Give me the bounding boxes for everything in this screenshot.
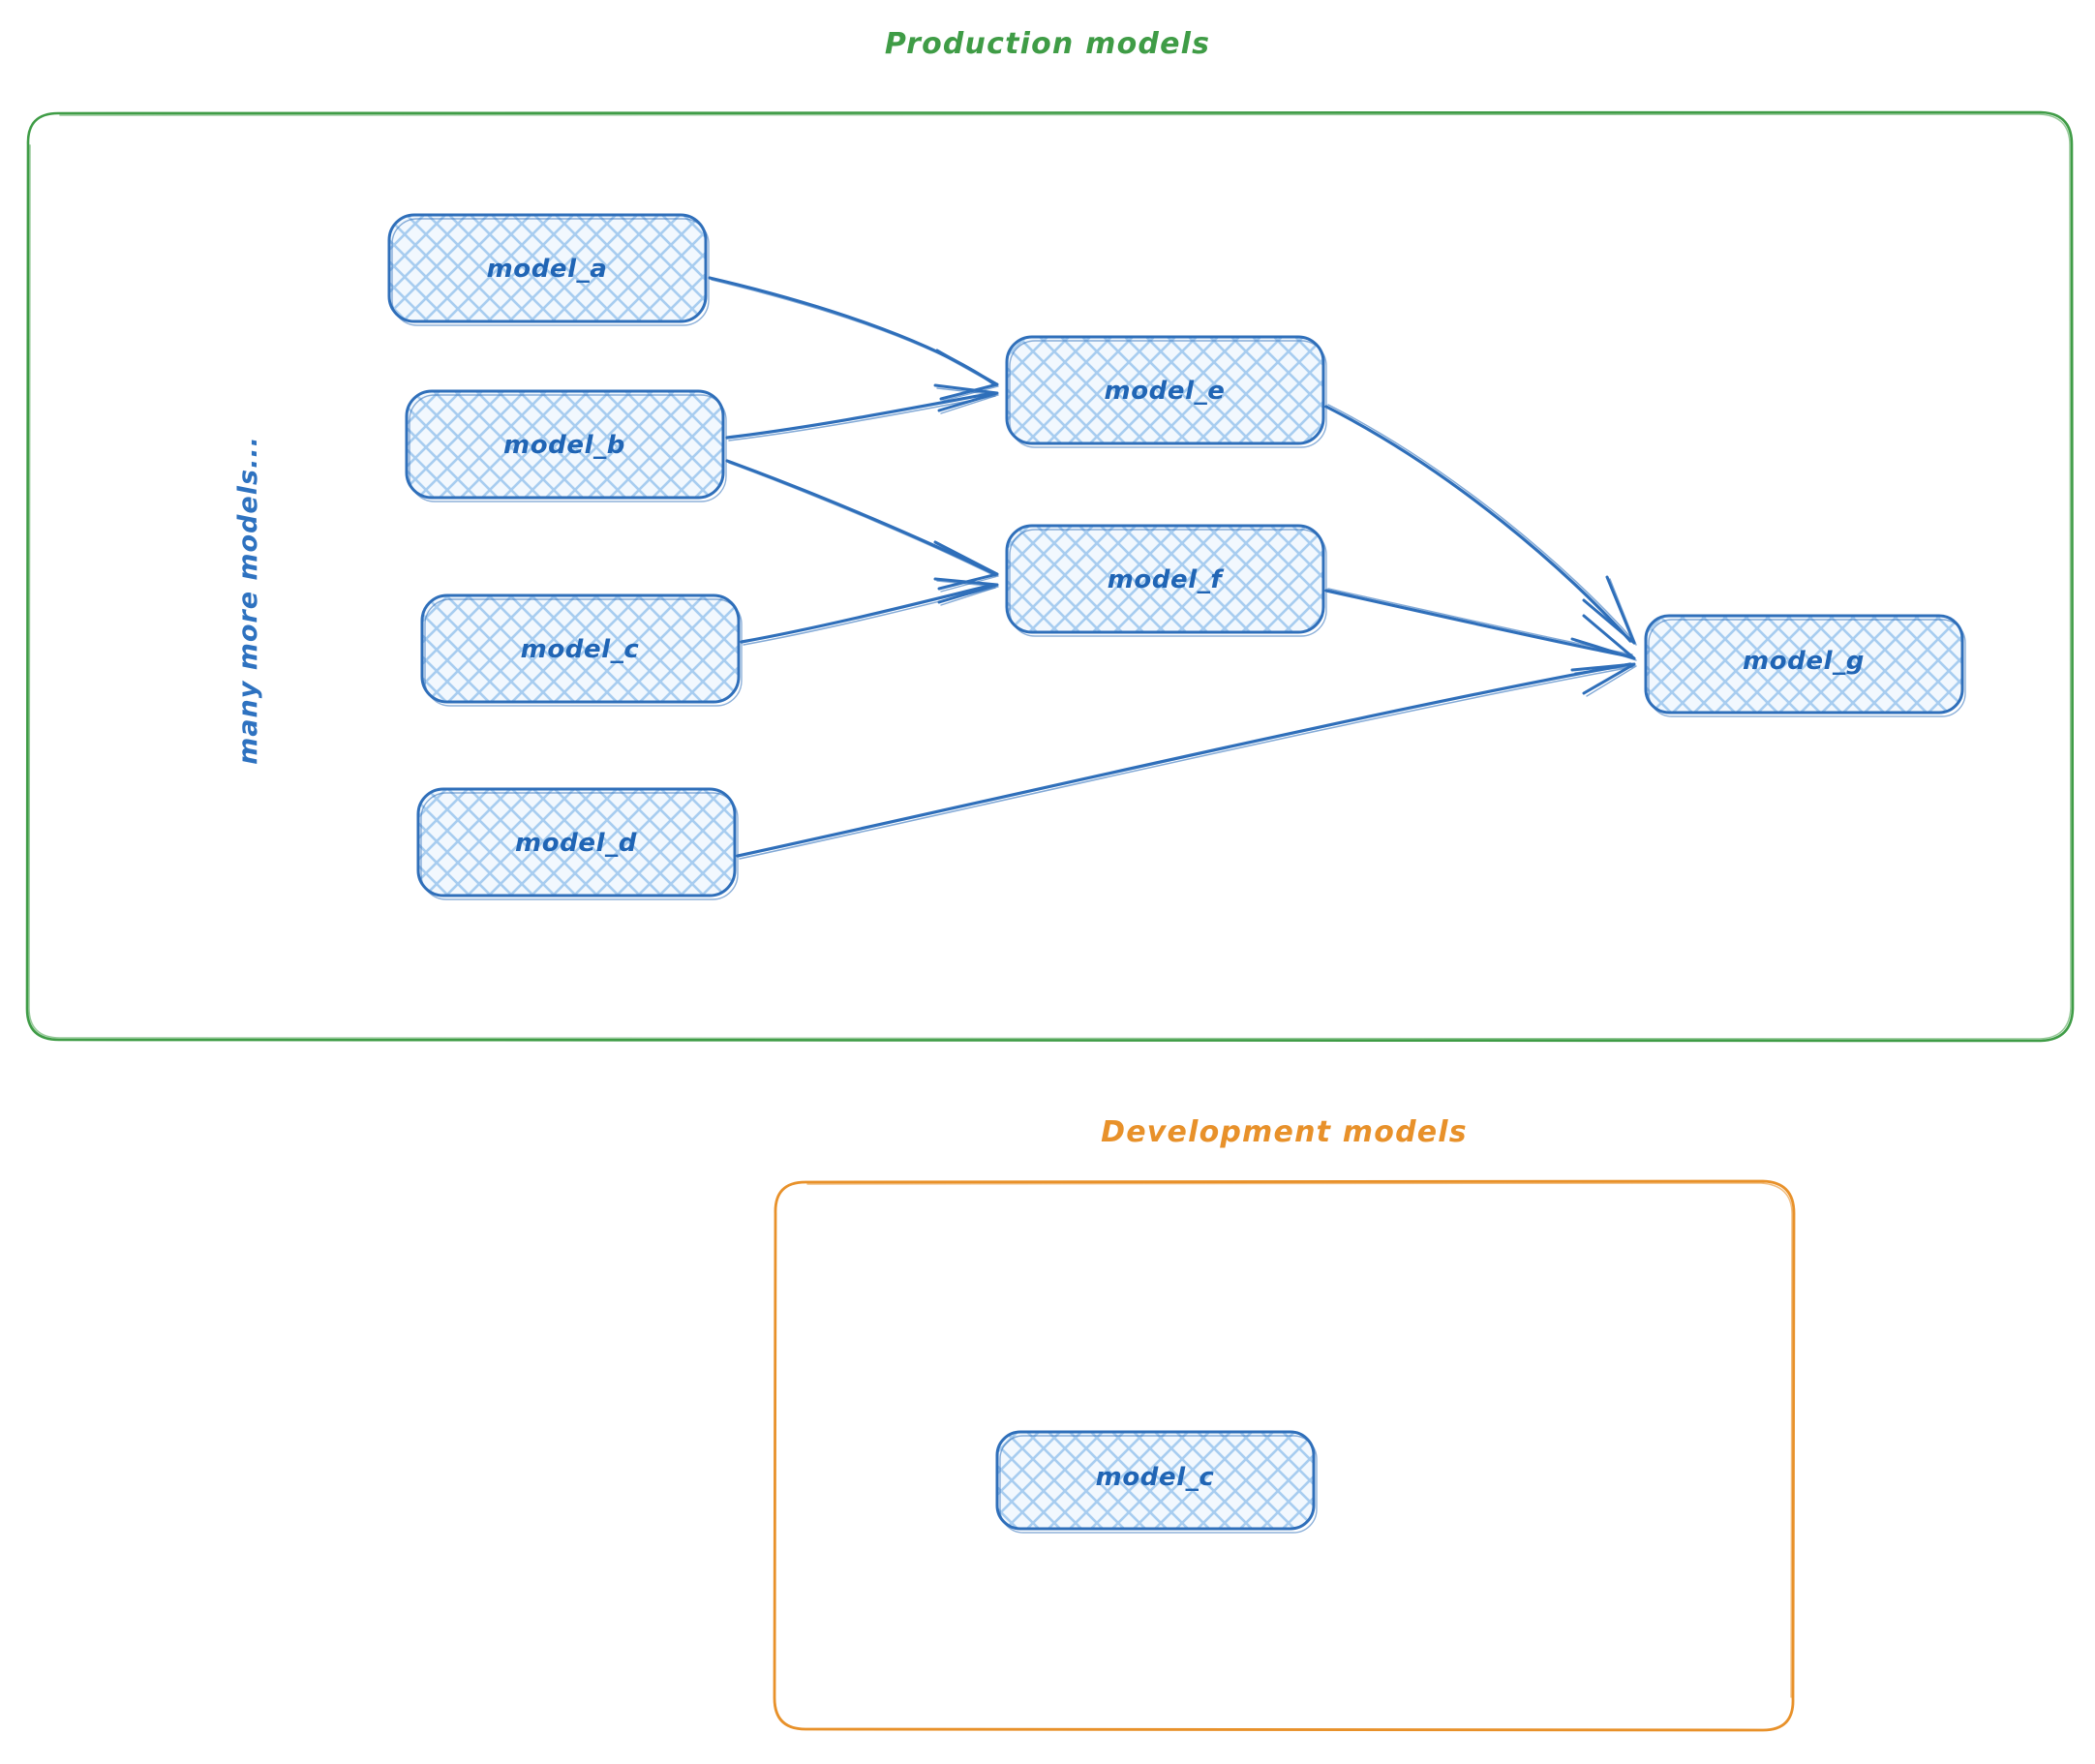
edge-model_d-model_g: [736, 662, 1637, 860]
node-label-model_g: model_g: [1743, 647, 1865, 676]
development-group-box: [773, 1179, 1796, 1732]
node-model_b[interactable]: model_b: [405, 389, 727, 502]
node-label-model_d: model_d: [515, 829, 637, 858]
node-label-dev-model_c: model_c: [1096, 1463, 1215, 1492]
production-group-box: [25, 110, 2075, 1043]
node-model_f[interactable]: model_f: [1005, 524, 1327, 637]
node-label-model_b: model_b: [503, 431, 625, 460]
edge-model_a-model_e: [708, 276, 999, 402]
node-model_g[interactable]: model_g: [1644, 614, 1966, 717]
many-more-models-label: many more models...: [233, 436, 263, 765]
node-model_e[interactable]: model_e: [1005, 335, 1327, 448]
edge-layer: [708, 276, 1637, 860]
edge-model_c-model_f: [740, 577, 999, 646]
node-model_c[interactable]: model_c: [420, 593, 743, 707]
edge-model_b-model_e: [725, 383, 999, 441]
node-label-model_c: model_c: [521, 635, 640, 664]
node-model_a[interactable]: model_a: [387, 213, 710, 326]
edge-model_f-model_g: [1324, 588, 1637, 661]
node-label-model_f: model_f: [1108, 565, 1226, 594]
node-label-model_e: model_e: [1105, 377, 1226, 406]
node-dev-model_c[interactable]: model_c: [995, 1430, 1318, 1534]
edge-model_b-model_f: [725, 459, 999, 593]
node-model_d[interactable]: model_d: [416, 787, 739, 900]
edge-model_e-model_g: [1324, 404, 1637, 646]
production-group-title: Production models: [884, 27, 1211, 61]
node-label-model_a: model_a: [487, 255, 608, 284]
development-group-title: Development models: [1101, 1115, 1468, 1149]
